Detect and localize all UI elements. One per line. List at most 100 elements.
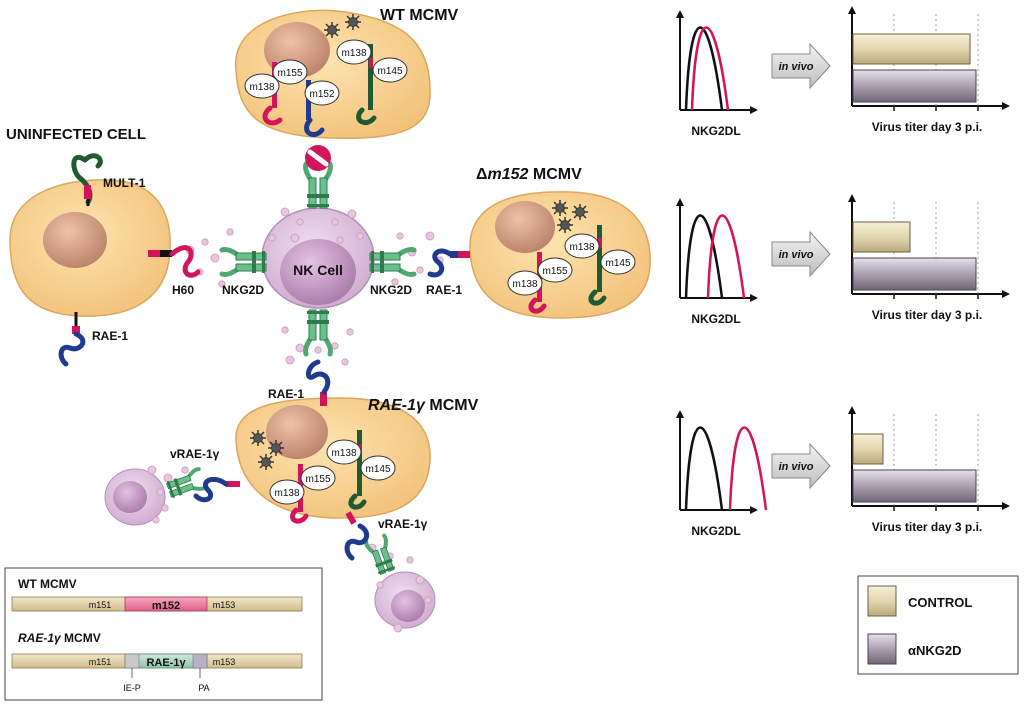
- nk-cell-small-right: [374, 571, 436, 629]
- nkg2dl-label: NKG2DL: [691, 312, 740, 326]
- genome-rae-insert-label: RAE-1γ: [146, 657, 186, 669]
- genome-iep: IE-P: [123, 683, 141, 693]
- histogram-control-curve: [684, 426, 724, 511]
- cytokine-dot: [396, 232, 404, 240]
- wt-m152: m152: [309, 89, 334, 100]
- bar-control: [852, 433, 884, 465]
- delta-m145: m145: [605, 258, 630, 269]
- vrae1g-ligand-right: [344, 511, 370, 561]
- genome-wt-m151: m151: [89, 600, 112, 610]
- cytokine-dot: [281, 326, 289, 334]
- nkg2dl-label: NKG2DL: [691, 524, 740, 538]
- delta-m152-title: Δm152 MCMV: [476, 166, 582, 183]
- rae1g-viral-proteins: m138 m155 m138 m145: [269, 430, 396, 524]
- wt-m155: m155: [277, 68, 302, 79]
- in-vivo-arrow-icon: [771, 42, 831, 90]
- cytokine-dot: [285, 355, 295, 365]
- vrae1g-left-label: vRAE-1γ: [170, 447, 220, 461]
- legend: CONTROL αNKG2D: [857, 575, 1019, 675]
- cytokine-dot: [376, 581, 384, 589]
- genome-m152-segment: [124, 596, 208, 612]
- wt-m138: m138: [249, 82, 274, 93]
- wt-mcmv-title: WT MCMV: [380, 7, 459, 24]
- cytokine-dots: [147, 207, 444, 633]
- delta-m138-b: m138: [569, 242, 594, 253]
- cytokine-dot: [346, 328, 354, 336]
- rae1-ligand-left: [58, 312, 86, 367]
- wt-viral-proteins: m138 m155 m152 m138 m145: [244, 39, 408, 137]
- histogram-infected-curve: [690, 26, 730, 111]
- bar-ankg2d: [852, 69, 977, 103]
- delta-m155: m155: [542, 266, 567, 277]
- delta-m138: m138: [512, 279, 537, 290]
- cytokine-dot: [406, 556, 414, 564]
- rae1-bottom-label: RAE-1: [268, 387, 304, 401]
- cytokine-dot: [391, 278, 399, 286]
- cytokine-dot: [295, 343, 305, 353]
- cytokine-dot: [161, 504, 169, 512]
- histogram-control-curve: [684, 214, 724, 299]
- in-vivo-label: in vivo: [779, 249, 814, 261]
- cytokine-dot: [163, 473, 173, 483]
- cytokine-dot: [314, 346, 322, 354]
- cytokine-dot: [181, 466, 189, 474]
- cytokine-dot: [290, 233, 300, 243]
- genome-wt-m153: m153: [213, 600, 236, 610]
- cytokine-dot: [336, 236, 344, 244]
- legend-control-label: CONTROL: [908, 595, 972, 610]
- genome-wt-label: WT MCMV: [18, 577, 77, 591]
- nk-cell-label: NK Cell: [293, 262, 343, 278]
- cytokine-dot: [341, 358, 349, 366]
- histogram-infected-curve: [706, 214, 746, 299]
- rae1g-m155: m155: [305, 474, 330, 485]
- cytokine-dot: [201, 238, 209, 246]
- bar-ankg2d: [852, 469, 977, 503]
- genome-rae-label: RAE-1γ MCMV: [18, 631, 101, 645]
- virus-titer-label: Virus titer day 3 p.i.: [872, 520, 982, 534]
- cytokine-dot: [226, 228, 234, 236]
- genome-pa: PA: [198, 683, 209, 693]
- genome-wt-m152: m152: [152, 600, 180, 612]
- cytokine-dot: [393, 623, 403, 633]
- legend-ankg2d-swatch: [867, 633, 897, 665]
- in-vivo-label: in vivo: [779, 461, 814, 473]
- mult1-ligand: [71, 153, 103, 206]
- nk-cell: NK Cell: [261, 207, 375, 309]
- nkg2dl-label: NKG2DL: [691, 124, 740, 138]
- cytokine-dot: [210, 253, 220, 263]
- rae1g-m138: m138: [274, 488, 299, 499]
- cytokine-dot: [280, 207, 290, 217]
- bar-control: [852, 221, 911, 253]
- uninfected-cell-title: UNINFECTED CELL: [6, 126, 146, 143]
- cytokine-dot: [152, 516, 160, 524]
- wt-m145: m145: [377, 66, 402, 77]
- vrae1g-ligand-left: [193, 476, 240, 503]
- h60-label: H60: [172, 283, 194, 297]
- rae1-ligand-right: [427, 248, 470, 278]
- bar-control: [852, 33, 971, 65]
- wt-m138-b: m138: [341, 48, 366, 59]
- vrae1g-right-label: vRAE-1γ: [378, 517, 428, 531]
- cytokine-dot: [218, 280, 226, 288]
- genome-rae-m153: m153: [213, 657, 236, 667]
- bar-ankg2d: [852, 257, 977, 291]
- inhibition-icon: [305, 145, 331, 171]
- genome-rae-m151: m151: [89, 657, 112, 667]
- delta-viral-proteins: m138 m155 m138 m145: [507, 225, 636, 314]
- cytokine-dot: [416, 266, 424, 274]
- rae1g-m145: m145: [365, 464, 390, 475]
- cytokine-dot: [347, 209, 357, 219]
- cytokine-dot: [268, 234, 276, 242]
- histogram-infected-curve: [728, 426, 768, 511]
- cytokine-dot: [147, 465, 157, 475]
- cytokine-dot: [424, 596, 432, 604]
- cytokine-dot: [425, 231, 435, 241]
- rae1-right-label: RAE-1: [426, 283, 462, 297]
- rae1g-mcmv-title: RAE-1γ MCMV: [368, 397, 479, 414]
- histogram-control-curve: [684, 26, 724, 111]
